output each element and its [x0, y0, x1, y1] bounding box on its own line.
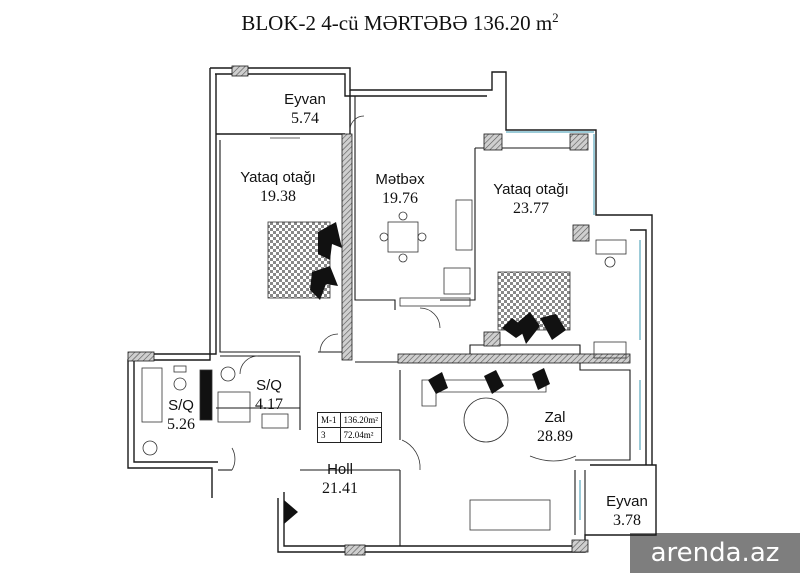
- area-table: M-1 136.20m² 3 72.04m²: [317, 412, 382, 443]
- room-label-metbex: Mətbəx 19.76: [365, 170, 435, 208]
- table-row: 3 72.04m²: [317, 427, 382, 443]
- kitchen-furniture: [379, 199, 473, 307]
- hatched-walls: [127, 65, 631, 556]
- room-label-holl: Holl 21.41: [312, 460, 368, 498]
- room-area: 3.78: [613, 512, 641, 529]
- room-area: 5.26: [167, 416, 195, 433]
- table-cell: 3: [317, 427, 341, 443]
- table-cell: 72.04m²: [339, 427, 382, 443]
- living-furniture: [421, 379, 577, 531]
- room-name: Yataq otağı: [240, 169, 316, 186]
- room-label-yataq-left: Yataq otağı 19.38: [232, 168, 324, 206]
- room-area: 4.17: [255, 396, 283, 413]
- arrows-left: [310, 222, 342, 300]
- arrows-right: [502, 312, 566, 344]
- room-label-sq-large: S/Q 4.17: [246, 376, 292, 414]
- room-name: S/Q: [256, 377, 282, 394]
- room-name: Eyvan: [606, 493, 648, 510]
- windows: [506, 131, 641, 520]
- room-label-yataq-right: Yataq otağı 23.77: [482, 180, 580, 218]
- table-cell: 136.20m²: [339, 412, 382, 428]
- title-text: BLOK-2 4-cü MƏRTƏBƏ 136.20 m: [241, 11, 553, 35]
- right-room-fixtures: [593, 239, 627, 359]
- plan-title: BLOK-2 4-cü MƏRTƏBƏ 136.20 m2: [0, 10, 800, 36]
- room-label-eyvan-top: Eyvan 5.74: [270, 90, 340, 128]
- room-area: 23.77: [513, 200, 549, 217]
- table-row: M-1 136.20m²: [317, 412, 382, 428]
- room-area: 21.41: [322, 480, 358, 497]
- room-name: Mətbəx: [375, 171, 425, 188]
- room-label-zal: Zal 28.89: [525, 408, 585, 446]
- watermark: arenda.az: [630, 533, 800, 573]
- room-name: Holl: [327, 461, 353, 478]
- room-name: S/Q: [168, 397, 194, 414]
- arrows-living: [284, 368, 550, 524]
- room-name: Eyvan: [284, 91, 326, 108]
- room-name: Zal: [544, 409, 566, 426]
- room-area: 19.76: [382, 190, 418, 207]
- room-area: 19.38: [260, 188, 296, 205]
- doors: [231, 115, 441, 471]
- room-area: 28.89: [537, 428, 573, 445]
- title-superscript: 2: [552, 10, 559, 25]
- room-area: 5.74: [291, 110, 319, 127]
- bathroom-fixtures: [141, 365, 289, 456]
- room-label-eyvan-bottom: Eyvan 3.78: [596, 492, 658, 530]
- room-name: Yataq otağı: [493, 181, 569, 198]
- table-cell: M-1: [317, 412, 341, 428]
- room-label-sq-small: S/Q 5.26: [158, 396, 204, 434]
